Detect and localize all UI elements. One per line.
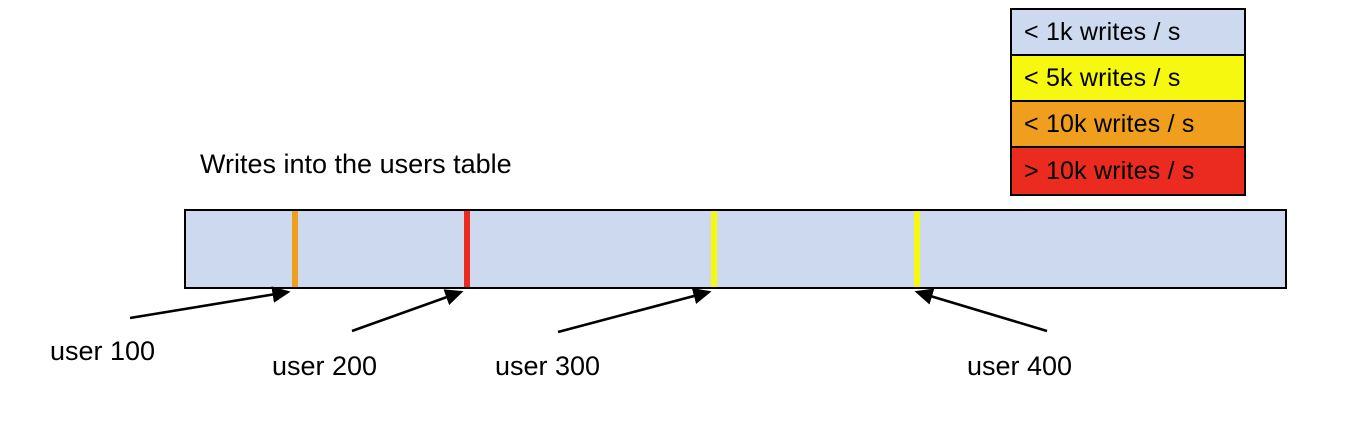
callout-label-user-100: user 100 <box>50 336 156 366</box>
arrow-user-300 <box>557 287 712 334</box>
arrow-user-400 <box>914 288 1048 333</box>
legend-label-under-5k: < 5k writes / s <box>1024 63 1181 92</box>
bar-stripe-user-200 <box>464 211 471 287</box>
legend-row-under-5k: < 5k writes / s <box>1012 56 1244 102</box>
arrow-user-200 <box>351 289 464 333</box>
bar-stripe-user-300 <box>711 211 718 287</box>
callout-label-user-300: user 300 <box>495 351 601 381</box>
bar-stripe-user-100 <box>291 211 298 287</box>
users-table-bar <box>184 209 1287 289</box>
callout-label-user-400: user 400 <box>967 351 1073 381</box>
legend-row-under-10k: < 10k writes / s <box>1012 102 1244 148</box>
legend-row-over-10k: > 10k writes / s <box>1012 148 1244 194</box>
callout-label-user-200: user 200 <box>272 351 378 381</box>
legend-label-under-10k: < 10k writes / s <box>1024 109 1195 138</box>
legend: < 1k writes / s < 5k writes / s < 10k wr… <box>1010 8 1246 196</box>
bar-stripe-user-400 <box>913 211 920 287</box>
legend-row-under-1k: < 1k writes / s <box>1012 10 1244 56</box>
legend-label-under-1k: < 1k writes / s <box>1024 17 1181 46</box>
arrow-user-100 <box>129 286 291 320</box>
legend-label-over-10k: > 10k writes / s <box>1024 156 1195 185</box>
chart-title: Writes into the users table <box>200 149 512 179</box>
